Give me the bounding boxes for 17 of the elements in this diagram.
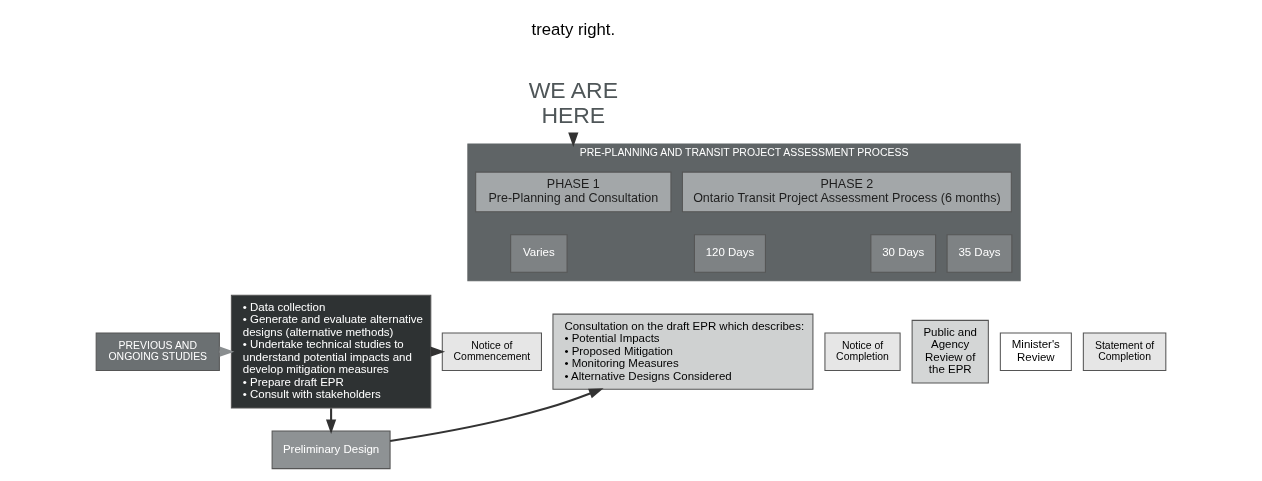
node-box: 30 Days (870, 234, 937, 273)
node-box: Preliminary Design (271, 430, 391, 470)
node-box: Notice of Completion (824, 332, 901, 371)
node-box: PHASE 2 Ontario Transit Project Assessment Process (6 months) (681, 171, 1012, 213)
node-text: WE ARE HERE (528, 76, 618, 128)
arrow (219, 346, 235, 357)
node-box: Notice of Commencement (441, 332, 542, 371)
node-box: PHASE 1 Pre-Planning and Consultation (475, 171, 672, 213)
label: treaty right. (531, 20, 616, 40)
node-box: Public and Agency Review of the EPR (911, 319, 989, 384)
node-box: 120 Days (693, 234, 766, 273)
node-box: 35 Days (946, 234, 1013, 273)
node-box: Varies (510, 234, 568, 273)
arrow (389, 388, 604, 442)
node-box: Minister's Review (999, 332, 1072, 371)
node-box: Statement of Completion (1082, 332, 1167, 371)
node-box: Consultation on the draft EPR which describes: • Potential Impacts • Proposed Mitigation • Monitoring Measures • Alternative Designs Considered (552, 313, 814, 390)
